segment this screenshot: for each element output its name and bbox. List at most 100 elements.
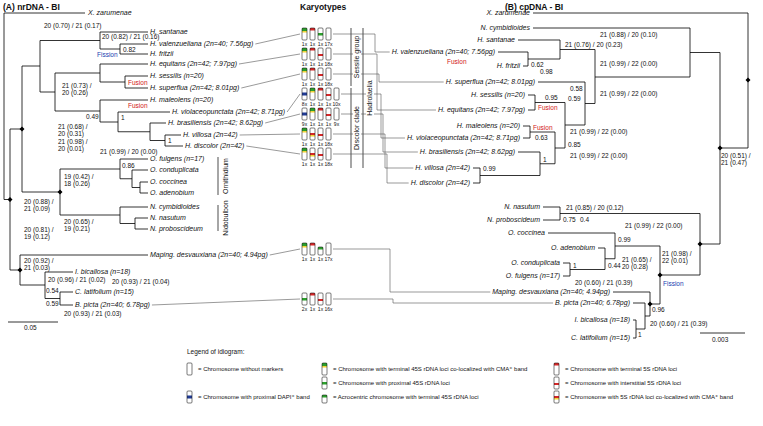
- leader-line: [333, 74, 444, 82]
- chromosome-count: 1x: [310, 41, 315, 47]
- chromosome-band: [302, 31, 307, 33]
- chromosome-band: [302, 131, 307, 133]
- panel-title: (A) nrDNA - BI: [3, 2, 60, 12]
- taxon-label: N. proboscideum: [487, 216, 540, 224]
- taxon-label: H. superflua (2n=42; 8.01pg): [150, 84, 239, 92]
- taxon-label: N. nasutum: [150, 214, 186, 222]
- taxon-label: N. proboscideum: [150, 225, 203, 233]
- chromosome-count: 1x: [310, 81, 315, 87]
- support-value: 0.99: [618, 236, 631, 243]
- chromosome-outline: [318, 148, 323, 160]
- support-value: 1: [121, 114, 125, 121]
- support-value: 0.82: [123, 46, 136, 53]
- chromosome-band: [322, 366, 327, 368]
- chromosome: [326, 148, 331, 160]
- chromosome-outline: [302, 48, 307, 60]
- chromosome-band: [302, 68, 307, 71]
- taxon-label: O. conduplicata: [150, 166, 199, 174]
- support-value: 19 (0.42) / 18 (0.26): [64, 173, 98, 187]
- chromosome: [554, 363, 559, 375]
- chromosome-count: 1x: [310, 306, 315, 312]
- chromosome-band: [302, 28, 307, 31]
- support-value: 21 (0.73) / 20 (0.26): [62, 82, 98, 96]
- taxon-label: C. latifolium (n=15): [571, 334, 630, 342]
- support-value: 0.003: [712, 336, 728, 343]
- group-label: Discolor clade: [353, 105, 361, 151]
- chromosome: [322, 395, 327, 403]
- support-value: 20 (0.93) / 21 (0.03): [64, 310, 121, 317]
- chromosome: [187, 363, 192, 375]
- scale-bars: [8, 322, 745, 333]
- leader-line: [333, 299, 553, 303]
- chromosome-band: [302, 151, 307, 153]
- taxon-label: H. brasiliensis (2n=42; 8.62pg): [420, 148, 515, 156]
- taxon-label: O. fulgens (n=17): [150, 155, 204, 163]
- chromosome-count: 1x: [318, 161, 323, 167]
- chromosome-count: 1x: [318, 141, 323, 147]
- chromosome-band: [310, 243, 315, 246]
- chromosome-band: [318, 74, 323, 76]
- chromosome: [310, 293, 315, 305]
- chromosome-band: [302, 298, 307, 301]
- fusion-label: Fusion: [128, 102, 148, 109]
- chromosome: [318, 128, 323, 140]
- chromosome-count: 1x: [318, 101, 323, 107]
- chromosome-band: [318, 247, 323, 250]
- legend-text: = Chromosome without markers: [198, 366, 283, 373]
- chromosome-band: [322, 363, 327, 366]
- chromosome: [318, 108, 323, 120]
- chromosome-count: 1x: [302, 81, 307, 87]
- chromosome: [302, 28, 307, 40]
- chromosome: [326, 293, 331, 305]
- support-value: 20 (0.65) / 19 (0.21): [64, 218, 98, 232]
- chromosome-band: [554, 398, 559, 400]
- chromosome: [310, 148, 315, 160]
- chromosome-band: [187, 396, 192, 399]
- taxon-label: N. cymbidioides: [150, 203, 199, 211]
- chromosome: [302, 48, 307, 60]
- group-label: Nidobulbon: [222, 199, 230, 236]
- taxon-label: H. violaceopunctata (2n=42; 8.71pg): [407, 134, 520, 142]
- support-value: 0.59: [46, 300, 59, 307]
- chromosome-band: [310, 108, 315, 111]
- chromosome-band: [310, 133, 315, 135]
- chromosome: [326, 108, 331, 120]
- chromosome-band: [302, 113, 307, 116]
- chromosome-outline: [318, 128, 323, 140]
- chromosome-count: 17x: [324, 41, 332, 47]
- chromosome-band: [554, 363, 559, 366]
- chromosome-outline: [326, 88, 331, 100]
- chromosome-outline: [334, 108, 339, 120]
- chromosome: [326, 243, 331, 255]
- taxon-label: H. maleolens (n=20): [457, 122, 520, 130]
- chromosome-outline: [318, 68, 323, 80]
- chromosome-outline: [554, 391, 559, 403]
- chromosome: [322, 363, 327, 375]
- chromosome: [302, 108, 307, 120]
- chromosome-count: 1x: [310, 161, 315, 167]
- support-value: 21 (0.85) / 20 (0.12): [566, 204, 623, 211]
- chromosome-count: 2x: [302, 306, 307, 312]
- support-value: 21 (0.99) / 22 (0.00): [625, 222, 682, 229]
- taxon-label: O. coccinea: [508, 229, 545, 237]
- support-value: Legend of idiogram:: [187, 348, 244, 355]
- chromosome-outline: [310, 293, 315, 305]
- support-value: 21 (0.99) / 20 (0.00): [100, 148, 157, 155]
- chromosome: [322, 377, 327, 389]
- taxon-label: O. coccinea: [150, 178, 187, 186]
- chromosome-band: [310, 293, 315, 296]
- chromosome: [318, 247, 323, 255]
- chromosome: [318, 293, 323, 305]
- chromosome-outline: [318, 88, 323, 100]
- chromosome-count: 17x: [324, 256, 332, 262]
- chromosome-outline: [318, 293, 323, 305]
- chromosome-outline: [554, 377, 559, 389]
- chromosome-outline: [322, 377, 327, 389]
- chromosome-count: 1x: [310, 121, 315, 127]
- panel-title: Karyotypes: [300, 2, 346, 12]
- taxon-label: H. valenzueliana (2n=40; 7.56pg): [392, 48, 495, 56]
- leader-line: [265, 114, 300, 123]
- chromosome-band: [318, 299, 323, 301]
- chromosome: [302, 128, 307, 140]
